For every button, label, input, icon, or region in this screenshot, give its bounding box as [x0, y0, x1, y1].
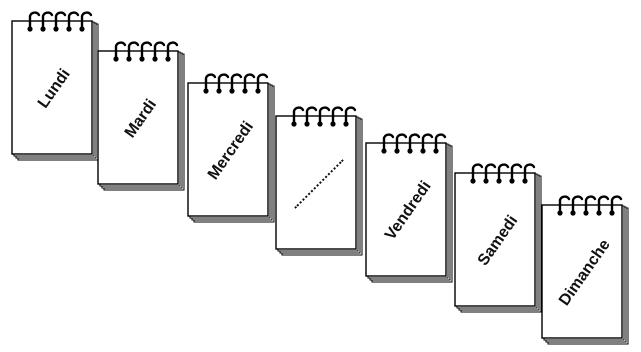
spiral-binding-icon: [113, 41, 179, 62]
notepad-day: Mercredi: [187, 70, 275, 223]
spiral-binding-icon: [291, 106, 357, 127]
spiral-binding-icon: [27, 11, 93, 32]
notepad-day: Samedi: [454, 160, 542, 313]
notepad-day: Vendredi: [365, 130, 453, 283]
dotted-placeholder-line: [276, 121, 362, 247]
spiral-binding-icon: [470, 163, 536, 184]
spiral-binding-icon: [557, 195, 623, 216]
notepad-day: Dimanche: [541, 192, 629, 345]
spiral-binding-icon: [203, 73, 269, 94]
notepad-day: Lundi: [11, 8, 99, 161]
notepad-day: Mardi: [97, 38, 185, 191]
notepad-day: [275, 103, 363, 256]
spiral-binding-icon: [381, 133, 447, 154]
